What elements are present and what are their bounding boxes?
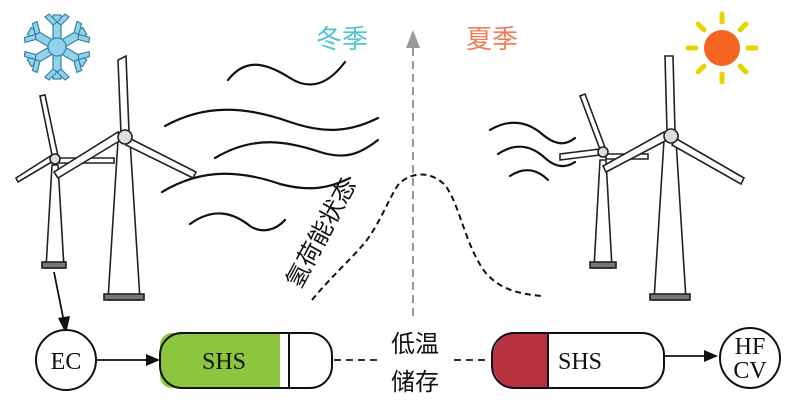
shs-tank-charged: SHS <box>159 332 333 389</box>
shs-tank-depleted: SHS <box>491 332 665 389</box>
turbine-to-ec-arrow <box>53 271 65 323</box>
shs-right-label: SHS <box>558 349 602 375</box>
sun-icon <box>685 11 759 85</box>
hfcv-node: HF CV <box>719 327 781 389</box>
charge-state-label: 氢荷能状态 <box>281 174 362 293</box>
hfcv-label-line1: HF <box>735 334 766 360</box>
storage-label-line1: 低温 <box>391 330 439 358</box>
summer-label: 夏季 <box>466 25 518 55</box>
wind-turbine-right-back <box>559 92 649 269</box>
wind-turbine-right-front <box>601 55 746 301</box>
winter-label: 冬季 <box>316 25 368 55</box>
wind-turbine-left-front <box>52 54 198 301</box>
hydrogen-charge-state-curve <box>311 173 543 301</box>
ec-node: EC <box>35 329 97 391</box>
hfcv-label-line2: CV <box>733 358 767 384</box>
wind-turbine-left-back <box>14 94 115 269</box>
axis-arrowhead <box>406 30 420 48</box>
summer-wind-lines <box>488 121 577 182</box>
snowflake-icon <box>23 13 91 81</box>
ec-label: EC <box>51 349 82 375</box>
storage-label-line2: 储存 <box>391 368 439 396</box>
winter-wind-lines <box>160 60 380 232</box>
shs-left-label: SHS <box>202 349 246 375</box>
